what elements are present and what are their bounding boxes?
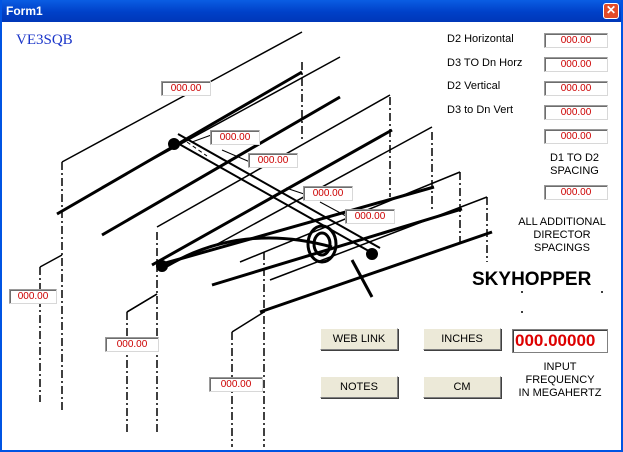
notes-button[interactable]: NOTES — [320, 376, 398, 398]
d2-horizontal-label: D2 Horizontal — [447, 33, 514, 45]
left-height-field[interactable]: 000.00 — [9, 289, 57, 304]
spacing-1-field[interactable]: 000.00 — [210, 130, 260, 145]
frequency-label-line1: INPUT — [543, 361, 577, 373]
d1-to-d2-spacing-field[interactable]: 000.00 — [544, 185, 608, 200]
cm-button[interactable]: CM — [423, 376, 501, 398]
reference-dots — [521, 291, 603, 313]
d2-vertical-field[interactable]: 000.00 — [544, 81, 608, 96]
web-link-button[interactable]: WEB LINK — [320, 328, 398, 350]
window-title: Form1 — [6, 4, 43, 18]
d1-to-d2-label-line1: D1 TO D2 — [549, 152, 600, 164]
mid-height-field[interactable]: 000.00 — [105, 337, 159, 352]
d3-to-dn-vert-label: D3 to Dn Vert — [447, 104, 514, 116]
additional-label-line2: DIRECTOR — [533, 229, 591, 241]
d3-to-dn-horz-field[interactable]: 000.00 — [544, 57, 608, 72]
d2-vertical-label: D2 Vertical — [447, 80, 501, 92]
brand-title: SKYHOPPER — [472, 269, 592, 290]
d1-to-d2-spacing-label: D1 TO D2 SPACING — [532, 152, 617, 178]
close-icon: ✕ — [605, 3, 617, 17]
leader-lines — [191, 133, 347, 217]
d3-to-dn-horz-label: D3 TO Dn Horz — [447, 57, 523, 69]
d1-to-d2-label-line2: SPACING — [550, 165, 599, 177]
vertical-dimension-lines — [39, 62, 488, 447]
spacing-2-field[interactable]: 000.00 — [248, 153, 298, 168]
antenna-elements — [56, 70, 493, 314]
spacing-3-field[interactable]: 000.00 — [303, 186, 353, 201]
antenna-diagram — [39, 31, 603, 447]
callsign-label: VE3SQB — [16, 32, 73, 48]
spacing-4-field[interactable]: 000.00 — [345, 209, 395, 224]
extra-field[interactable]: 000.00 — [544, 129, 608, 144]
additional-label-line3: SPACINGS — [533, 242, 591, 254]
frequency-label: INPUT FREQUENCY IN MEGAHERTZ — [507, 361, 613, 400]
frequency-label-line2: FREQUENCY — [525, 374, 595, 386]
additional-label-line1: ALL ADDITIONAL — [518, 216, 606, 228]
form-client-area: VE3SQB 000.00 000.00 000.00 000.00 000.0… — [2, 22, 621, 450]
inches-button[interactable]: INCHES — [423, 328, 501, 350]
close-button[interactable]: ✕ — [603, 3, 619, 19]
top-length-field[interactable]: 000.00 — [161, 81, 211, 96]
title-bar[interactable]: Form1 ✕ — [2, 0, 621, 22]
d3-to-dn-vert-field[interactable]: 000.00 — [544, 105, 608, 120]
boom — [171, 133, 381, 255]
coax-coil — [166, 224, 374, 298]
d2-horizontal-field[interactable]: 000.00 — [544, 33, 608, 48]
frequency-input[interactable]: 000.00000 — [512, 329, 608, 353]
low-height-field[interactable]: 000.00 — [209, 377, 263, 392]
frequency-label-line3: IN MEGAHERTZ — [518, 387, 602, 399]
additional-spacings-label: ALL ADDITIONAL DIRECTOR SPACINGS — [507, 216, 617, 255]
